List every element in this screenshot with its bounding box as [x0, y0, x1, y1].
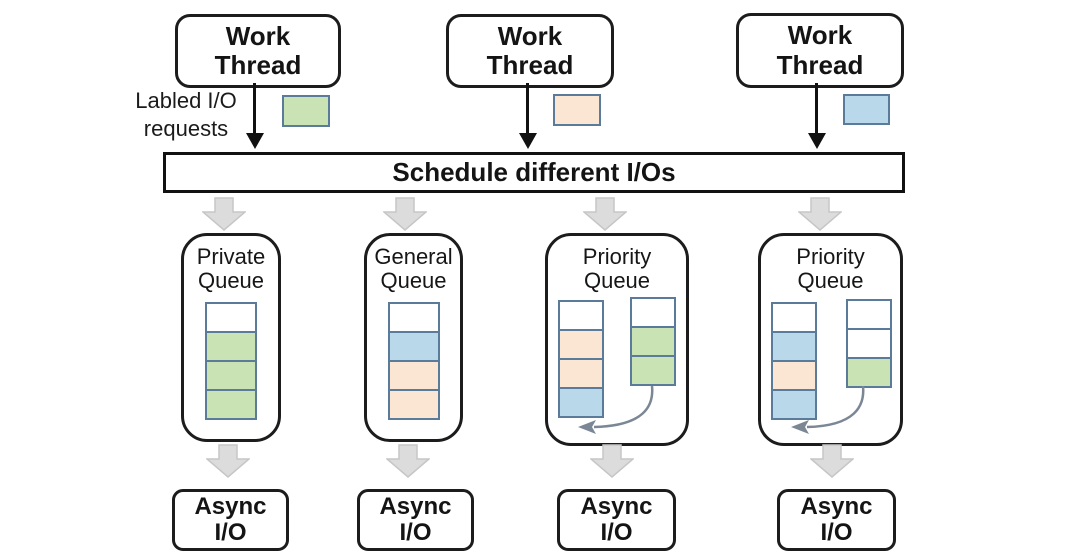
queue-stack: [205, 302, 257, 420]
work-thread-box-3: Work Thread: [736, 13, 904, 88]
async-io-box-3: Async I/O: [557, 489, 676, 551]
queue-cell-blue: [388, 331, 440, 362]
queue-cell-blue: [558, 387, 604, 418]
queue-cell-white: [205, 302, 257, 333]
gray-arrow-to-queue-2: [383, 197, 427, 231]
arrowhead-icon: [245, 133, 264, 149]
labeled-io-requests-label: Labled I/O requests: [135, 88, 237, 141]
queue-stack: [388, 302, 440, 420]
queue-title: Private Queue: [196, 244, 266, 294]
async-io-box-1: Async I/O: [172, 489, 289, 551]
priority-queue-1: Priority Queue: [545, 233, 689, 446]
queue-cell-orange: [558, 329, 604, 360]
merge-arrow-queue-4: [791, 385, 865, 434]
queue-stack: [771, 302, 817, 420]
arrowhead-icon: [518, 133, 537, 149]
scheduler-label: Schedule different I/Os: [392, 157, 676, 187]
work-thread-box-1: Work Thread: [175, 14, 341, 88]
request-swatch-green: [282, 95, 330, 127]
queue-cell-white: [846, 299, 892, 330]
queue-cell-green: [846, 357, 892, 388]
down-arrow-thread-1: [245, 83, 264, 149]
queue-stack: [558, 300, 604, 418]
merge-arrow-queue-3: [578, 385, 654, 434]
queue-cell-white: [846, 328, 892, 359]
queue-cell-blue: [771, 389, 817, 420]
async-io-box-4: Async I/O: [777, 489, 896, 551]
queue-cell-white: [388, 302, 440, 333]
gray-arrow-to-queue-1: [202, 197, 246, 231]
queue-stack: [630, 297, 676, 386]
queue-title: Priority Queue: [796, 244, 865, 294]
gray-arrow-to-async-4: [810, 444, 854, 478]
gray-arrow-to-queue-3: [583, 197, 627, 231]
down-arrow-thread-3: [807, 83, 826, 149]
arrowhead-icon: [807, 133, 826, 149]
queue-cell-orange: [388, 360, 440, 391]
queue-cell-green: [630, 326, 676, 357]
queue-title: General Queue: [374, 244, 453, 294]
gray-arrow-to-async-1: [206, 444, 250, 478]
gray-arrow-to-queue-4: [798, 197, 842, 231]
gray-arrow-to-async-3: [590, 444, 634, 478]
queue-cell-orange: [388, 389, 440, 420]
general-queue: General Queue: [364, 233, 463, 442]
private-queue: Private Queue: [181, 233, 281, 442]
async-io-box-2: Async I/O: [357, 489, 474, 551]
queue-stack: [846, 299, 892, 388]
request-swatch-blue: [843, 94, 890, 125]
queue-cell-white: [558, 300, 604, 331]
queue-title: Priority Queue: [582, 244, 652, 294]
queue-cell-blue: [771, 331, 817, 362]
scheduler-bar: Schedule different I/Os: [163, 152, 905, 193]
queue-cell-white: [630, 297, 676, 328]
request-swatch-orange: [553, 94, 601, 126]
queue-cell-green: [205, 360, 257, 391]
gray-arrow-to-async-2: [386, 444, 430, 478]
work-thread-box-2: Work Thread: [446, 14, 614, 88]
queue-cell-white: [771, 302, 817, 333]
queue-cell-green: [205, 389, 257, 420]
queue-cell-green: [630, 355, 676, 386]
down-arrow-thread-2: [518, 83, 537, 149]
priority-queue-2: Priority Queue: [758, 233, 903, 446]
queue-cell-green: [205, 331, 257, 362]
